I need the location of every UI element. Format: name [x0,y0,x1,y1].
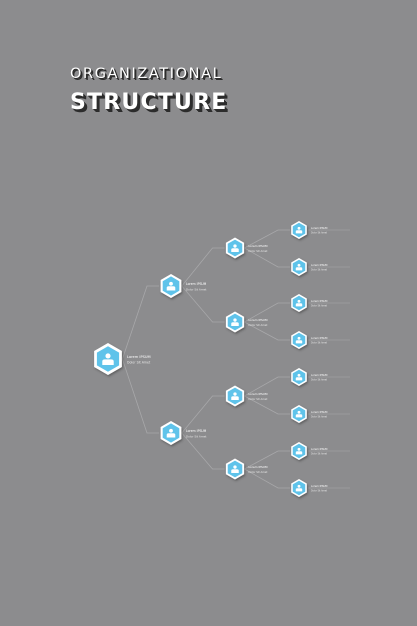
node-hexagon-fill [292,369,306,385]
node-name: Lorem IPSUM [311,336,327,340]
person-icon [295,484,303,492]
person-icon [295,373,303,381]
person-icon [166,281,176,291]
node-subtitle: Dolor Sit Amet [249,249,268,253]
node-subtitle: Dolor Sit Amet [311,379,327,382]
node-hexagon-fill [292,259,306,275]
node-name: Lorem IPSUM [311,263,327,267]
node-name: Lorem IPSUM [186,282,207,286]
connector-line [122,285,159,360]
person-icon [231,465,239,473]
node-subtitle: Dolor Sit Amet [311,232,327,235]
person-icon [295,226,303,234]
node-hexagon-fill [227,387,243,405]
org-node-l3-b: Lorem IPSUM Dolor Sit Amet [291,258,327,276]
node-subtitle: Dolor Sit Amet [311,305,327,308]
node-name: Lorem IPSUM [311,447,327,451]
node-name: Lorem IPSUM [186,429,207,433]
org-node-root: Lorem IPSUM Dolor Sit Amet [94,343,151,375]
node-subtitle: Dolor Sit Amet [249,323,268,327]
node-subtitle: Dolor Sit Amet [311,490,327,493]
person-icon [231,318,239,326]
org-node-l3-e: Lorem IPSUM Dolor Sit Amet [291,368,327,386]
connector-line [244,376,290,397]
node-hexagon-fill [292,443,306,459]
connector-line [244,468,290,489]
node-hexagon-fill [227,460,243,478]
node-name: Lorem IPSUM [311,373,327,377]
node-hexagon-fill [162,423,180,443]
org-node-l3-a: Lorem IPSUM Dolor Sit Amet [291,221,327,239]
node-subtitle: Dolor Sit Amet [311,342,327,345]
connector-layer [122,229,350,489]
node-name: Lorem IPSUM [311,410,327,414]
node-name: Lorem IPSUM [249,465,269,469]
node-subtitle: Dolor Sit Amet [186,287,207,291]
person-icon [231,392,239,400]
connector-line [122,358,159,434]
person-icon [231,244,239,252]
node-subtitle: Dolor Sit Amet [127,361,151,365]
person-icon [295,447,303,455]
node-hexagon-fill [292,480,306,496]
connector-line [181,395,225,434]
person-icon [102,353,114,366]
node-hexagon-fill [162,276,180,296]
connector-line [181,432,225,470]
org-node-l3-h: Lorem IPSUM Dolor Sit Amet [291,479,327,497]
node-subtitle: Dolor Sit Amet [311,269,327,272]
node-hexagon-fill [227,239,243,257]
node-name: Lorem IPSUM [311,299,327,303]
person-icon [166,428,176,438]
node-name: Lorem IPSUM [311,484,327,488]
node-subtitle: Dolor Sit Amet [186,434,207,438]
node-hexagon-fill [292,406,306,422]
org-node-l3-f: Lorem IPSUM Dolor Sit Amet [291,405,327,423]
node-subtitle: Dolor Sit Amet [311,416,327,419]
node-hexagon-fill [292,295,306,311]
node-subtitle: Dolor Sit Amet [311,453,327,456]
node-hexagon-fill [96,346,120,372]
org-node-l3-d: Lorem IPSUM Dolor Sit Amet [291,331,327,349]
node-name: Lorem IPSUM [311,226,327,230]
title-line-1: ORGANIZATIONAL [70,66,223,82]
org-node-l3-g: Lorem IPSUM Dolor Sit Amet [291,442,327,460]
node-hexagon-fill [292,222,306,238]
node-hexagon-fill [292,332,306,348]
person-icon [295,299,303,307]
connector-line [181,247,225,287]
node-name: Lorem IPSUM [249,392,269,396]
person-icon [295,336,303,344]
node-name: Lorem IPSUM [249,318,269,322]
connector-line [244,321,290,341]
org-node-l3-c: Lorem IPSUM Dolor Sit Amet [291,294,327,312]
connector-line [244,450,290,470]
node-subtitle: Dolor Sit Amet [249,470,268,474]
person-icon [295,263,303,271]
connector-line [244,302,290,323]
node-name: Lorem IPSUM [127,355,151,359]
connector-line [181,285,225,323]
node-name: Lorem IPSUM [249,244,269,248]
connector-line [244,247,290,268]
connector-line [244,395,290,415]
node-hexagon-fill [227,313,243,331]
node-subtitle: Dolor Sit Amet [249,397,268,401]
person-icon [295,410,303,418]
connector-line [244,229,290,249]
title-line-2: STRUCTURE [70,90,228,115]
